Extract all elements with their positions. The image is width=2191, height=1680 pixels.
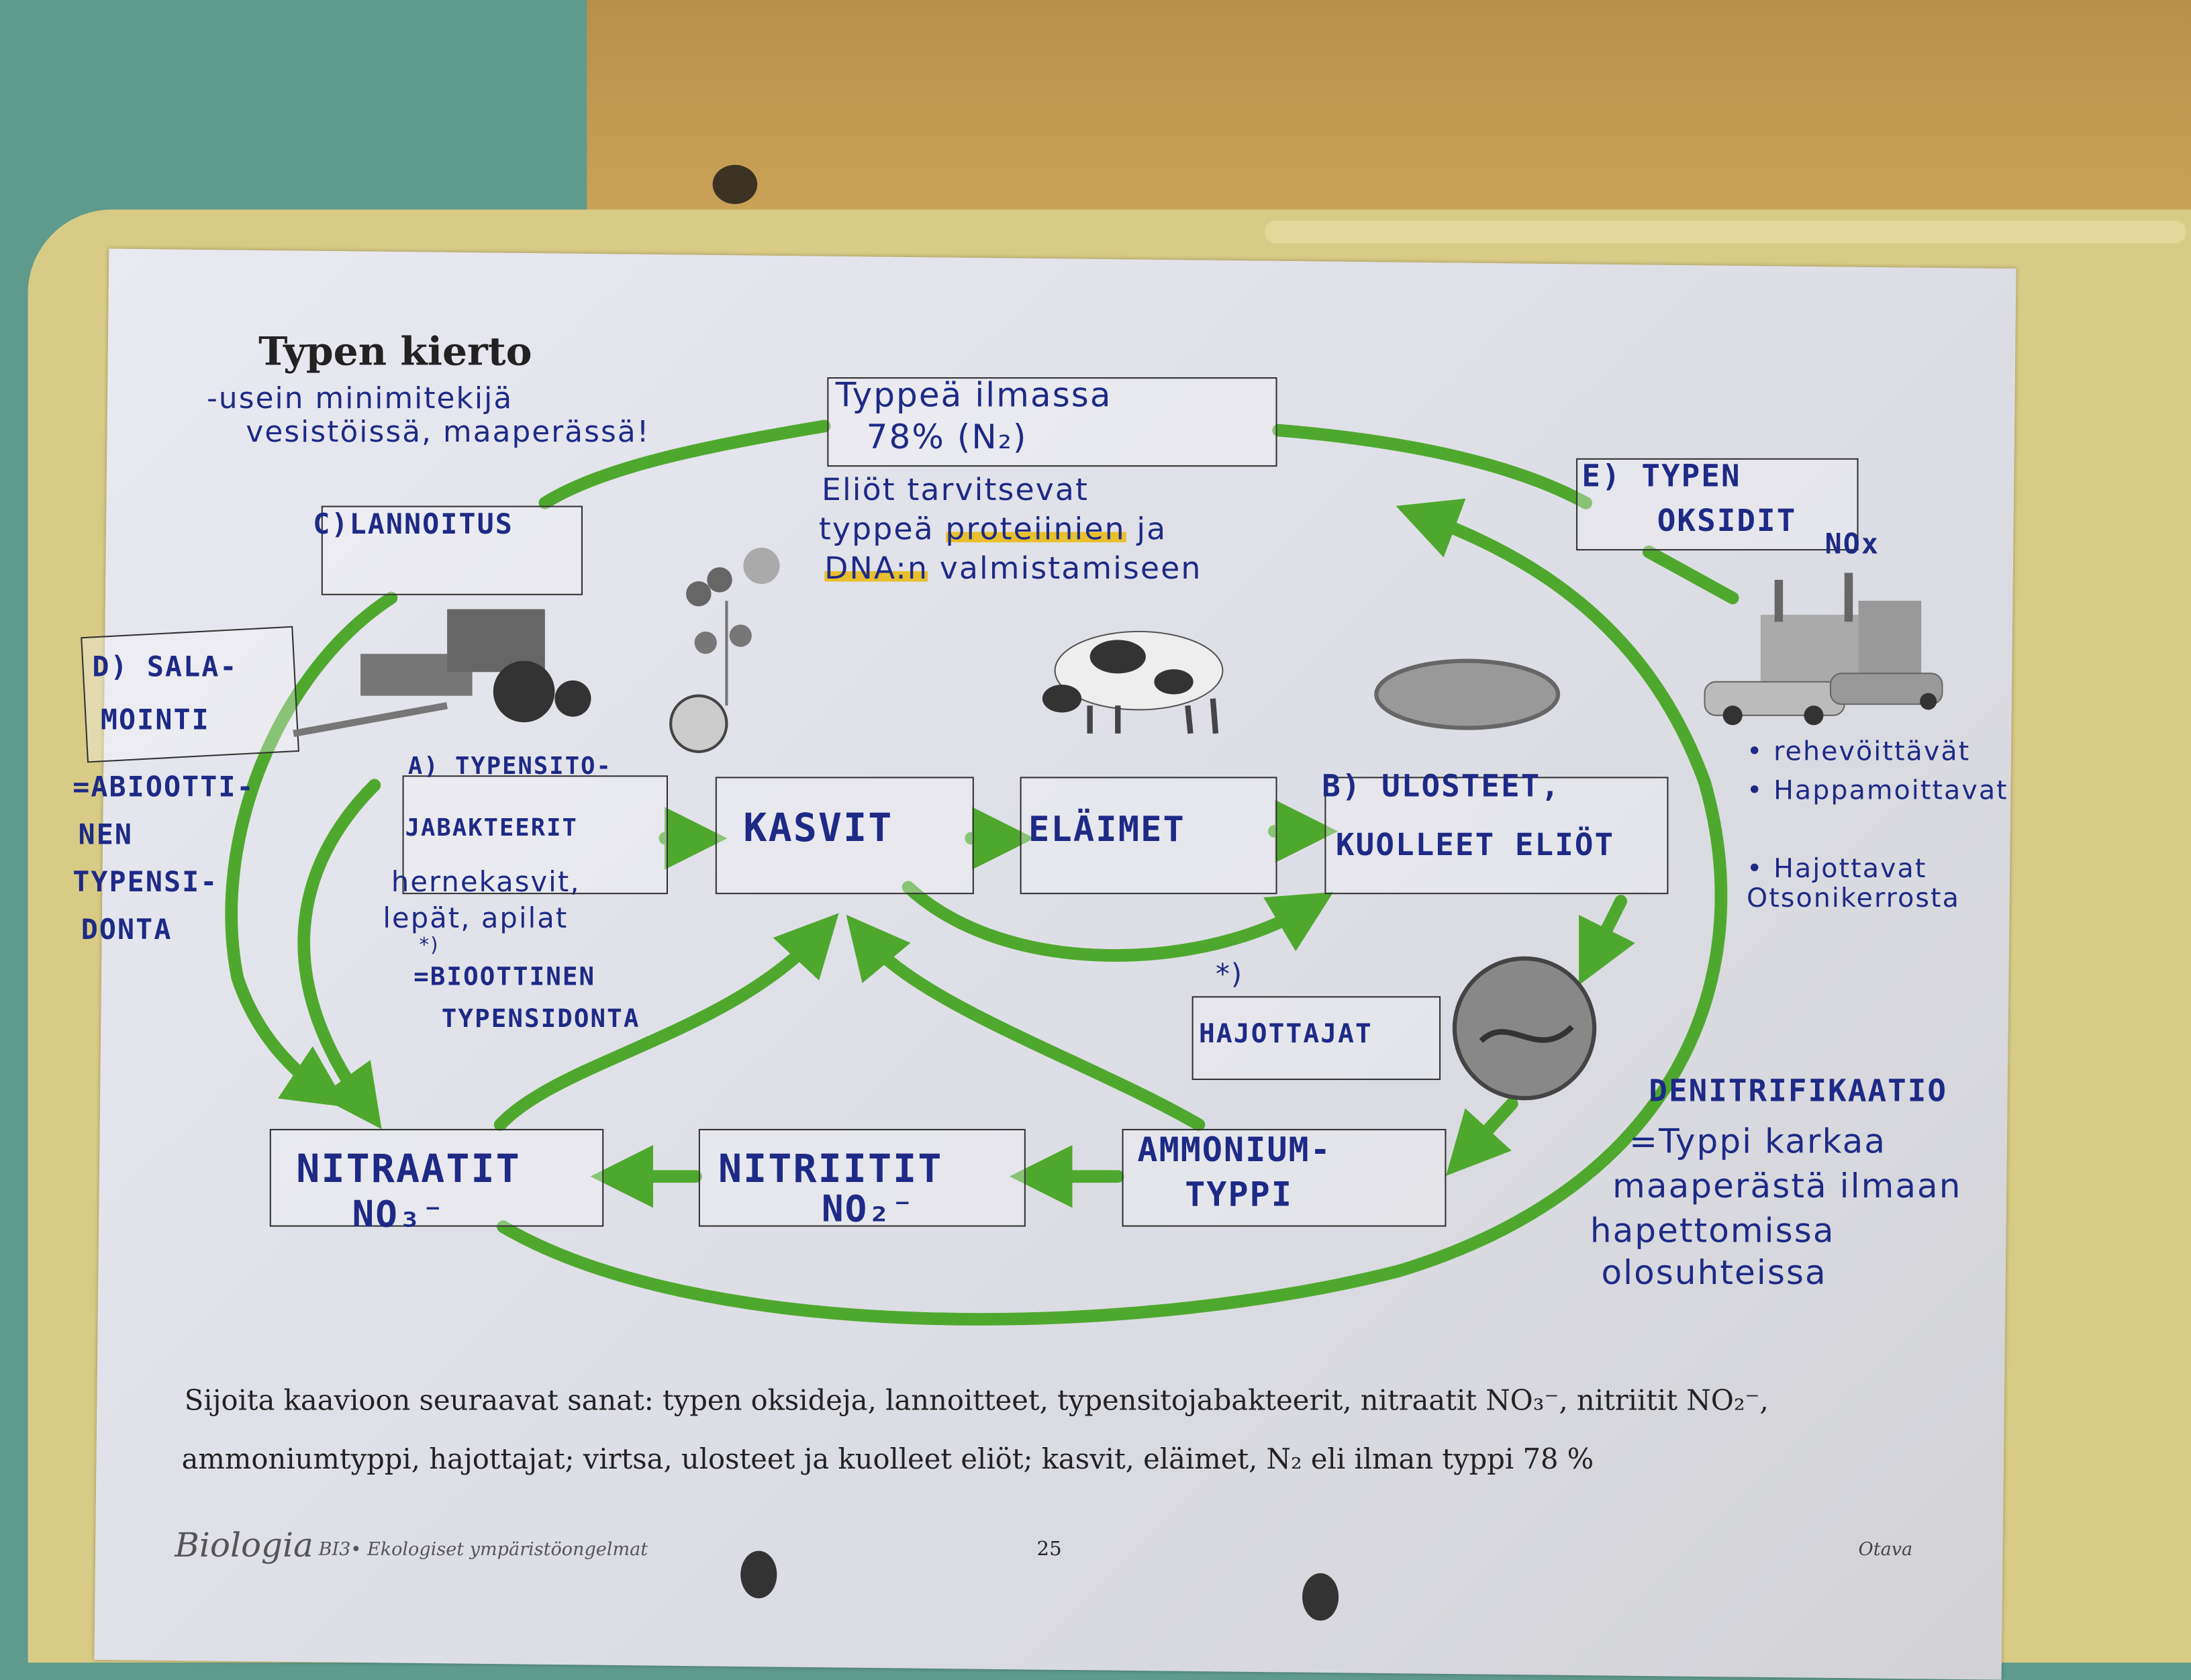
arrow-air-to-oxides <box>1272 424 1592 509</box>
nitrates-formula: NO₃⁻ <box>352 1194 446 1237</box>
clipboard-clip <box>1264 220 2187 244</box>
arrow-decomposers-to-ammonium <box>1446 1097 1518 1176</box>
illustrations <box>293 547 1943 1101</box>
arrow-fertilizer-to-nitrates <box>225 591 398 1107</box>
box-nitrogen-fixing-bacteria <box>402 775 669 895</box>
note-text: ja <box>1125 512 1167 548</box>
bacteria-label-2: JABAKTEERIT <box>405 814 578 843</box>
box-nitrates <box>269 1128 604 1227</box>
box-animals <box>1020 777 1277 895</box>
nitrites-formula: NO₂⁻ <box>821 1189 915 1231</box>
nox-note: NOx <box>1824 526 1880 560</box>
note-denitrification-title: DENITRIFIKAATIO <box>1649 1074 1948 1109</box>
instructions-line-2: ammoniumtyppi, hajottajat; virtsa, ulost… <box>181 1442 1594 1476</box>
cow-illustration <box>1042 630 1224 734</box>
highlighted-proteins: proteiinien <box>945 512 1126 548</box>
air-percentage: 78% (N₂) <box>866 417 1028 457</box>
box-plants <box>715 777 974 895</box>
note-text: valmistamiseen <box>928 552 1202 587</box>
decomposer-footnote-mark: *) <box>1215 956 1244 991</box>
animals-label: ELÄIMET <box>1028 809 1185 850</box>
punch-hole <box>740 1550 777 1599</box>
note-effect-acidification: • Happamoittavat <box>1747 775 2008 807</box>
box-air-nitrogen <box>827 377 1277 467</box>
arrow-lightning-to-nitrates <box>297 779 382 1130</box>
note-abiotic-1: =ABIOOTTI- <box>72 769 255 803</box>
note-organisms-3: DNA:n valmistamiseen <box>824 552 1202 587</box>
page-number: 25 <box>1036 1538 1062 1561</box>
note-denitrification-4: hapettomissa <box>1590 1211 1835 1251</box>
page-title: Typen kierto <box>258 328 532 375</box>
photo: Typen kierto Typpeä ilmassa 78% (N₂) C)L… <box>28 0 2191 1680</box>
note-abiotic-4: DONTA <box>81 912 173 946</box>
arrow-waste-to-decomposers <box>1579 895 1635 985</box>
air-label: Typpeä ilmassa <box>835 375 1112 415</box>
screw <box>712 164 758 204</box>
footer-course: BI3• Ekologiset ympäristöongelmat <box>318 1539 648 1561</box>
arrow-denitrification <box>497 498 1728 1326</box>
clover-illustration <box>669 547 780 753</box>
note-biotic-2: TYPENSIDONTA <box>441 1004 640 1034</box>
lightning-label-2: MOINTI <box>100 703 210 737</box>
box-ammonium <box>1122 1128 1447 1227</box>
box-decomposers <box>1191 996 1441 1081</box>
waste-label-1: B) ULOSTEET, <box>1322 769 1561 805</box>
tractor-illustration <box>293 609 591 737</box>
note-denitrification-3: maaperästä ilmaan <box>1612 1167 1962 1206</box>
arrow-ammonium-to-plants <box>846 914 1206 1132</box>
note-effect-ozone: • Hajottavat Otsonikerrosta <box>1747 853 1960 914</box>
note-effect-eutrophication: • rehevöittävät <box>1747 736 1971 767</box>
punch-hole <box>1302 1573 1339 1621</box>
note-minimum-factor-2: vesistöissä, maaperässä! <box>246 415 650 449</box>
waste-label-2: KUOLLEET ELIÖT <box>1336 828 1615 864</box>
note-organisms-1: Eliöt tarvitsevat <box>821 473 1089 509</box>
wooden-desk <box>587 0 2191 224</box>
note-abiotic-2: NEN <box>78 817 134 851</box>
decomposers-label: HAJOTTAJAT <box>1199 1018 1373 1050</box>
footer-brand-logo: Biologia <box>175 1526 313 1565</box>
box-nitrogen-oxides <box>1576 458 1859 551</box>
note-biotic-1: =BIOOTTINEN <box>413 962 596 992</box>
arrow-oxides-to-factory <box>1642 545 1739 605</box>
lightning-label-1: D) SALA- <box>92 649 238 683</box>
nitrates-label: NITRAATIT <box>296 1145 521 1192</box>
box-nitrites <box>698 1128 1026 1227</box>
fertilization-label: C)LANNOITUS <box>313 507 514 541</box>
note-text: typpeä <box>818 512 946 548</box>
note-denitrification-2: =Typpi karkaa <box>1629 1122 1887 1161</box>
ammonium-label-2: TYPPI <box>1185 1175 1294 1214</box>
nitrites-label: NITRIITIT <box>718 1145 943 1192</box>
highlighted-dna: DNA:n <box>824 552 929 587</box>
footer-publisher: Otava <box>1858 1539 1913 1561</box>
microbe-illustration <box>1452 956 1597 1101</box>
arrow-nitrates-to-plants <box>493 913 839 1132</box>
bacteria-label-1: A) TYPENSITO- <box>407 752 612 781</box>
biotic-footnote-mark: *) <box>419 934 440 957</box>
arrow-air-to-fertilizer <box>538 419 831 509</box>
factory-cars-illustration <box>1704 573 1943 726</box>
oxides-label-1: E) TYPEN <box>1581 459 1741 495</box>
ammonium-label-1: AMMONIUM- <box>1137 1130 1332 1170</box>
box-fertilization <box>321 505 583 595</box>
instructions-line-1: Sijoita kaavioon seuraavat sanat: typen … <box>184 1383 1769 1417</box>
note-minimum-factor-1: -usein minimitekijä <box>207 381 514 415</box>
plants-label: KASVIT <box>743 805 893 851</box>
oxides-label-2: OKSIDIT <box>1657 504 1797 540</box>
box-waste-dead-organisms <box>1324 777 1669 895</box>
cycle-arrows <box>225 419 1739 1326</box>
note-legumes-1: hernekasvit, <box>391 864 581 899</box>
note-denitrification-5: olosuhteissa <box>1601 1253 1827 1293</box>
arrow-plants-to-waste <box>902 881 1334 962</box>
note-organisms-2: typpeä proteiinien ja <box>818 512 1167 548</box>
note-legumes-2: lepät, apilat <box>383 901 569 935</box>
note-abiotic-3: TYPENSI- <box>72 864 219 899</box>
manure-pile-illustration <box>1374 658 1561 730</box>
